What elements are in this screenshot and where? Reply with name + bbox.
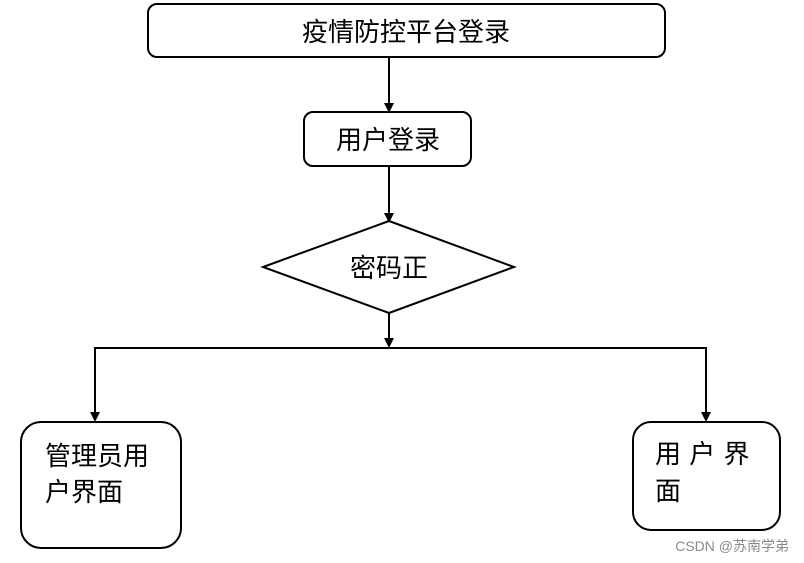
node-user-ui-label-line2: 面 (655, 477, 681, 507)
node-login-platform-label: 疫情防控平台登录 (302, 18, 510, 48)
node-login-platform: 疫情防控平台登录 (147, 3, 666, 58)
node-user-ui-label-line1: 用 户 界 (655, 440, 750, 470)
node-user-login: 用户登录 (303, 111, 472, 167)
node-admin-ui-label-line2: 户界面 (45, 478, 123, 508)
node-admin-ui: 管理员用 户界面 (20, 421, 182, 549)
node-password-check-label: 密码正 (350, 254, 428, 284)
node-user-login-label: 用户登录 (336, 126, 440, 156)
watermark-text: CSDN @苏南学弟 (675, 538, 789, 554)
node-user-ui: 用 户 界 面 (632, 421, 781, 531)
node-password-check: 密码正 (260, 219, 517, 315)
node-admin-ui-label-line1: 管理员用 (45, 442, 149, 472)
